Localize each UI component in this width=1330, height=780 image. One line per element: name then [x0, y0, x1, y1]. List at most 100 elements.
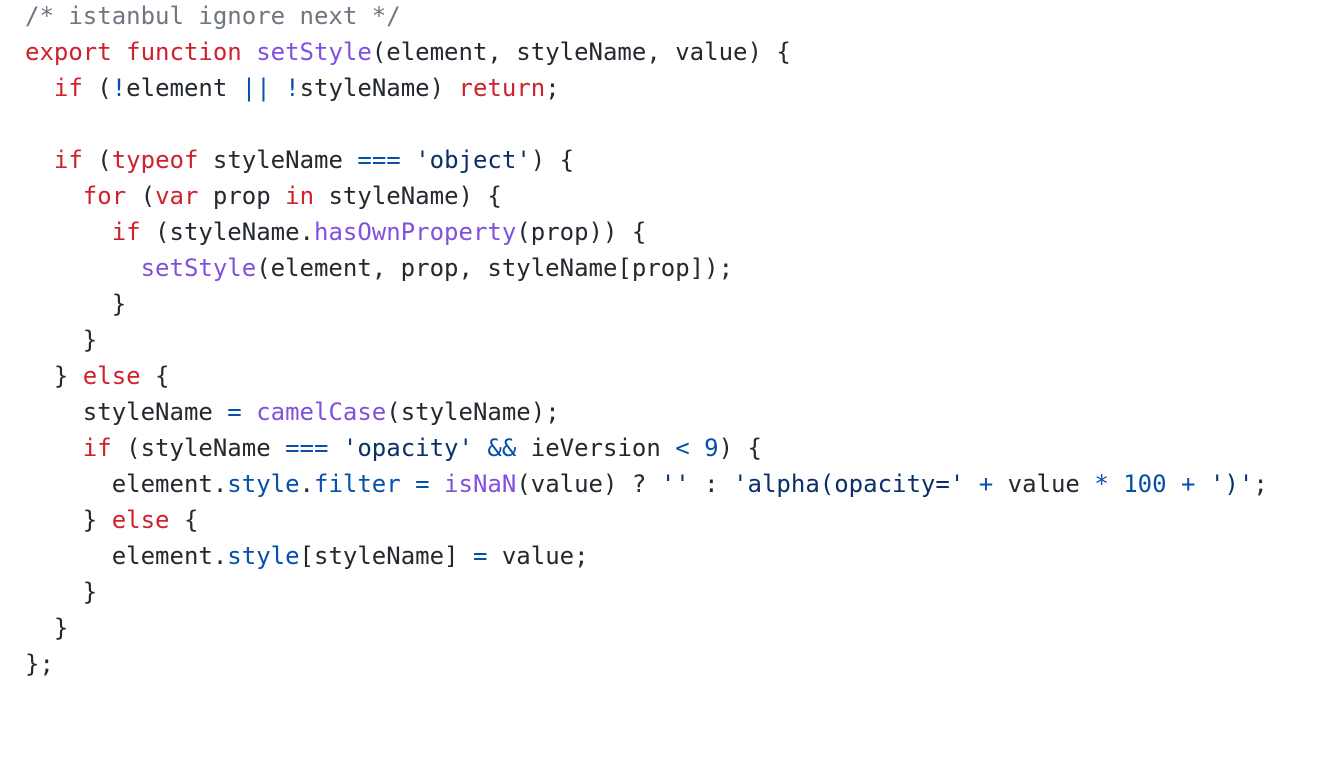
code-token-prop: filter: [314, 470, 401, 498]
code-line: } else {: [25, 500, 1315, 540]
code-line: /* istanbul ignore next */: [25, 0, 1315, 36]
code-token-plain: styleName: [25, 398, 228, 426]
code-token-plain: styleName: [198, 146, 358, 174]
code-token-plain: [25, 74, 54, 102]
code-token-plain: }: [25, 506, 112, 534]
code-token-keyword: if: [53, 74, 83, 102]
code-token-keyword: in: [285, 182, 315, 210]
code-token-string: 'alpha(opacity=': [733, 470, 965, 498]
code-line: [25, 104, 1315, 144]
code-token-plain: [328, 434, 342, 462]
code-token-plain: (prop)) {: [516, 218, 647, 246]
code-token-plain: (styleName.: [140, 218, 314, 246]
code-token-string: ')': [1209, 470, 1254, 498]
code-line: element.style.filter = isNaN(value) ? ''…: [25, 464, 1315, 504]
code-token-plain: [25, 146, 54, 174]
code-token-plain: [112, 38, 126, 66]
code-token-op: =: [415, 470, 430, 498]
code-token-func: setStyle: [140, 254, 257, 282]
code-token-plain: ) {: [718, 434, 762, 462]
code-line: if (typeof styleName === 'object') {: [25, 140, 1315, 180]
code-token-keyword: export: [25, 38, 112, 66]
code-token-keyword: else: [82, 362, 141, 390]
code-token-plain: ;: [545, 74, 560, 102]
code-line: } else {: [25, 356, 1315, 396]
code-token-keyword: function: [126, 38, 242, 66]
code-token-plain: [964, 470, 978, 498]
code-token-op: ||: [241, 74, 271, 102]
code-token-plain: [401, 470, 415, 498]
code-token-keyword: for: [82, 182, 127, 210]
code-token-plain: [styleName]: [299, 542, 473, 570]
code-line: }: [25, 284, 1315, 324]
code-token-plain: element: [126, 74, 242, 102]
code-token-plain: [242, 398, 256, 426]
code-line: if (styleName.hasOwnProperty(prop)) {: [25, 212, 1315, 252]
code-token-plain: [25, 218, 112, 246]
code-token-op: =: [472, 542, 488, 570]
code-token-plain: element.: [25, 542, 228, 570]
code-token-keyword: if: [82, 434, 112, 462]
code-token-string: '': [660, 470, 690, 498]
code-token-op: !: [285, 74, 300, 102]
code-token-plain: }: [25, 362, 83, 390]
code-token-plain: [690, 434, 704, 462]
code-token-plain: styleName): [299, 74, 459, 102]
code-token-func: isNaN: [444, 470, 517, 498]
code-token-comment: /* istanbul ignore next */: [25, 2, 401, 30]
code-token-string: 'opacity': [342, 434, 473, 462]
code-token-func: hasOwnProperty: [314, 218, 517, 246]
code-token-plain: [25, 254, 141, 282]
code-token-op: <: [675, 434, 690, 462]
code-token-plain: element.: [25, 470, 228, 498]
code-token-op: ===: [285, 434, 329, 462]
code-token-func: setStyle: [256, 38, 372, 66]
code-token-prop: style: [227, 470, 300, 498]
code-token-plain: }: [25, 578, 98, 606]
code-line: element.style[styleName] = value;: [25, 536, 1315, 576]
code-token-keyword: typeof: [111, 146, 199, 174]
code-token-plain: }: [25, 614, 69, 642]
code-token-op: ===: [357, 146, 401, 174]
code-token-plain: styleName) {: [314, 182, 502, 210]
code-token-plain: (: [126, 182, 156, 210]
code-token-plain: [430, 470, 444, 498]
code-line: };: [25, 644, 1315, 684]
code-token-plain: ;: [1253, 470, 1268, 498]
code-token-prop: style: [227, 542, 300, 570]
code-line: setStyle(element, prop, styleName[prop])…: [25, 248, 1315, 288]
code-token-op: &&: [487, 434, 517, 462]
code-token-string: 'object': [415, 146, 531, 174]
code-token-plain: [25, 182, 83, 210]
code-token-plain: (styleName: [111, 434, 286, 462]
code-token-plain: {: [169, 506, 199, 534]
code-token-keyword: else: [111, 506, 170, 534]
code-token-plain: prop: [198, 182, 286, 210]
code-token-func: camelCase: [256, 398, 387, 426]
code-token-plain: [271, 74, 285, 102]
code-token-keyword: var: [155, 182, 199, 210]
code-token-plain: {: [140, 362, 170, 390]
code-token-op: +: [1181, 470, 1196, 498]
code-token-keyword: if: [111, 218, 141, 246]
code-token-keyword: return: [458, 74, 546, 102]
code-token-plain: (: [82, 74, 112, 102]
code-token-keyword: if: [53, 146, 83, 174]
code-token-plain: value: [993, 470, 1095, 498]
code-token-op: +: [978, 470, 994, 498]
code-line: }: [25, 572, 1315, 612]
code-token-number: 100: [1123, 470, 1167, 498]
code-token-plain: (: [82, 146, 112, 174]
code-line: }: [25, 320, 1315, 360]
code-token-plain: };: [25, 650, 54, 678]
code-token-plain: ieVersion: [516, 434, 676, 462]
code-token-op: =: [227, 398, 242, 426]
code-line: export function setStyle(element, styleN…: [25, 32, 1315, 72]
code-token-number: 9: [704, 434, 719, 462]
code-line: styleName = camelCase(styleName);: [25, 392, 1315, 432]
code-token-plain: [242, 38, 256, 66]
code-line: if (!element || !styleName) return;: [25, 68, 1315, 108]
code-line: for (var prop in styleName) {: [25, 176, 1315, 216]
code-token-plain: (styleName);: [386, 398, 560, 426]
code-token-op: !: [111, 74, 127, 102]
